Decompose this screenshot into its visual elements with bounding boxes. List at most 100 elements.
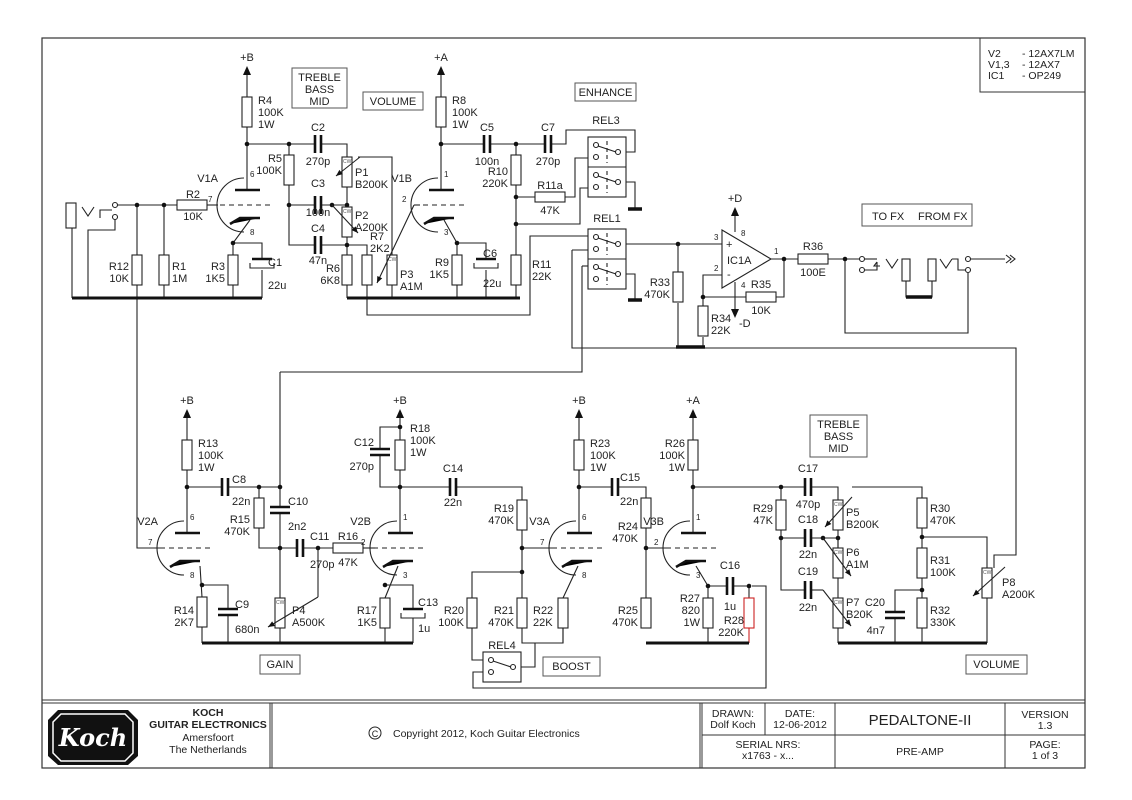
supply-arrow-icon bbox=[689, 409, 697, 418]
drawn-label: DRAWN: bbox=[712, 708, 754, 720]
gain-label-text: GAIN bbox=[267, 659, 294, 671]
c7-label: C7 bbox=[541, 122, 555, 134]
r14-label: 2K7 bbox=[174, 617, 194, 629]
pin-label: 3 bbox=[403, 571, 408, 580]
wire bbox=[321, 244, 348, 255]
r20-label: 100K bbox=[438, 617, 464, 629]
wire bbox=[516, 187, 593, 225]
r32-label: 330K bbox=[930, 617, 956, 629]
r13-label: 1W bbox=[198, 462, 215, 474]
legend-key: IC1 bbox=[988, 70, 1005, 82]
c4-label: 47n bbox=[309, 255, 327, 267]
opamp-minus-label: - bbox=[727, 269, 731, 281]
p1-label: P1 bbox=[355, 167, 368, 179]
arrowhead bbox=[351, 226, 358, 233]
tube-v1b-cathode bbox=[423, 216, 454, 226]
resistor-r11 bbox=[510, 254, 522, 286]
volume-label-text: VOLUME bbox=[973, 659, 1019, 671]
wire bbox=[347, 244, 368, 255]
wire bbox=[443, 219, 458, 255]
resistor-r25 bbox=[640, 597, 652, 629]
supply-arrow-icon bbox=[731, 309, 739, 318]
c19-label: C19 bbox=[798, 566, 818, 578]
arrowhead bbox=[268, 621, 275, 627]
resistor-r16 bbox=[332, 542, 364, 554]
jack-switch bbox=[952, 258, 965, 271]
relay-contact bbox=[592, 153, 600, 161]
r27-label: R27 bbox=[680, 593, 700, 605]
junction-dot bbox=[286, 202, 292, 208]
c7-label: 270p bbox=[536, 156, 560, 168]
r6-label: R6 bbox=[326, 263, 340, 275]
capacitor-c13 bbox=[400, 613, 426, 619]
page-label: PAGE: bbox=[1029, 739, 1060, 751]
r2-label: 10K bbox=[183, 211, 203, 223]
r11a-label: 47K bbox=[540, 205, 560, 217]
wire bbox=[865, 262, 878, 271]
wire bbox=[202, 584, 229, 609]
c3-label: 100n bbox=[306, 207, 330, 219]
c10-label: 2n2 bbox=[288, 521, 306, 533]
pin-label: 1 bbox=[403, 513, 408, 522]
c15-label: 22n bbox=[620, 496, 638, 508]
product-name: PEDALTONE-II bbox=[869, 712, 972, 729]
wire bbox=[321, 143, 348, 157]
resistor-r5 bbox=[283, 154, 295, 186]
wire bbox=[366, 235, 596, 316]
r4-label: R4 bbox=[258, 95, 272, 107]
r28-label: R28 bbox=[724, 615, 744, 627]
p1-label: B200K bbox=[355, 179, 389, 191]
resistor-r14 bbox=[196, 596, 208, 628]
serial-value: x1763 - x... bbox=[742, 750, 794, 762]
r11-label: 22K bbox=[532, 271, 552, 283]
c14-label: 22n bbox=[444, 497, 462, 509]
opamp-label: IC1A bbox=[727, 255, 752, 267]
wire bbox=[385, 584, 414, 609]
jack-switch bbox=[872, 261, 880, 267]
pin-label: 6 bbox=[582, 513, 587, 522]
c8-label: 22n bbox=[232, 496, 250, 508]
wire bbox=[565, 157, 593, 198]
cw-marker: CW bbox=[388, 257, 397, 263]
wire bbox=[457, 242, 487, 259]
junction-dot bbox=[513, 141, 519, 147]
pin-label: 7 bbox=[208, 195, 213, 204]
wire bbox=[456, 486, 523, 500]
r34-label: R34 bbox=[711, 313, 731, 325]
cw-marker: CW bbox=[834, 600, 843, 606]
pin-label: 6 bbox=[190, 513, 195, 522]
relay-contact bbox=[614, 240, 622, 248]
r33-label: 470K bbox=[644, 289, 670, 301]
cw-marker: CW bbox=[343, 209, 352, 215]
tone-controls-label bbox=[809, 414, 868, 458]
c2-label: C2 bbox=[311, 122, 325, 134]
wiper-arrow bbox=[824, 496, 853, 528]
p7-label: B20K bbox=[846, 609, 874, 621]
potentiometer-p4 bbox=[274, 597, 286, 629]
r36-label: R36 bbox=[803, 241, 823, 253]
wire bbox=[358, 156, 393, 255]
resistor-r27 bbox=[702, 597, 714, 629]
fx-return-jack bbox=[927, 258, 937, 282]
r27-label: 1W bbox=[684, 617, 701, 629]
pin-label: 8 bbox=[582, 571, 587, 580]
legend-value: - 12AX7 bbox=[1022, 59, 1060, 71]
potentiometer-p3 bbox=[386, 254, 398, 286]
relay-contact bbox=[592, 275, 600, 283]
opamp-plus-label: + bbox=[726, 239, 732, 251]
cw-marker: CW bbox=[983, 570, 992, 576]
junction-dot bbox=[438, 141, 444, 147]
wire bbox=[852, 486, 923, 498]
r9-label: 1K5 bbox=[429, 269, 449, 281]
wire bbox=[551, 129, 636, 153]
r18-label: 1W bbox=[410, 447, 427, 459]
r26-label: 100K bbox=[659, 450, 685, 462]
relay-contact bbox=[592, 171, 600, 179]
junction-dot bbox=[244, 141, 250, 147]
r5-label: R5 bbox=[268, 153, 282, 165]
junction-dot bbox=[315, 545, 321, 551]
pin-label: 8 bbox=[190, 571, 195, 580]
wire bbox=[562, 565, 579, 599]
c17-label: 470p bbox=[796, 499, 820, 511]
